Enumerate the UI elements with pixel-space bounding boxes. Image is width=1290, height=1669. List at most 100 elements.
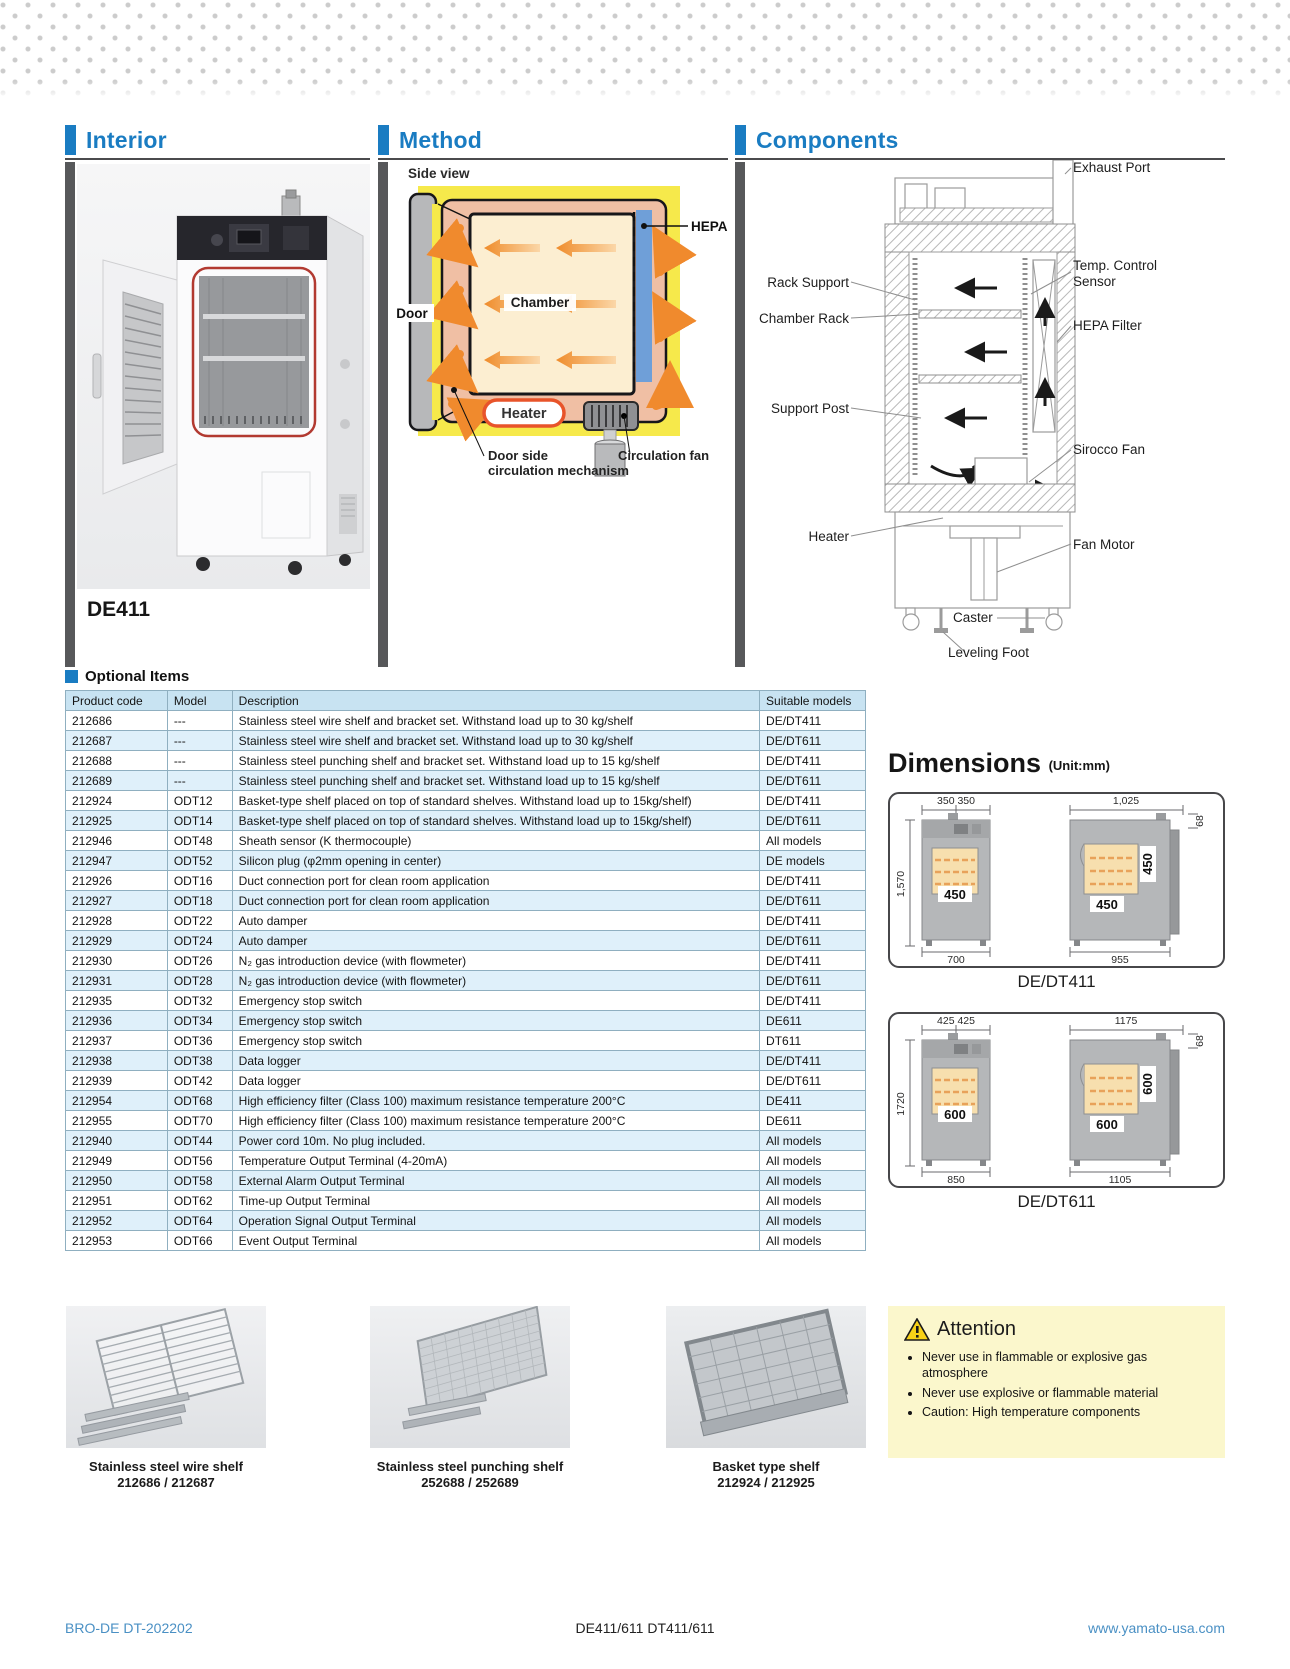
table-cell: ODT66 bbox=[166, 1230, 233, 1251]
table-cell: Auto damper bbox=[231, 930, 761, 951]
blue-bar bbox=[65, 125, 76, 155]
table-cell: 212689 bbox=[65, 770, 168, 791]
table-cell: DE611 bbox=[759, 1110, 866, 1131]
blue-bar bbox=[378, 125, 389, 155]
table-cell: Basket-type shelf placed on top of stand… bbox=[231, 810, 761, 831]
table-cell: Stainless steel punching shelf and brack… bbox=[231, 750, 761, 771]
interior-title: Interior bbox=[86, 126, 167, 153]
table-cell: 212938 bbox=[65, 1050, 168, 1071]
table-cell: ODT44 bbox=[166, 1130, 233, 1151]
table-cell: Duct connection port for clean room appl… bbox=[231, 870, 761, 891]
table-cell: 212928 bbox=[65, 910, 168, 931]
label-support-post: Support Post bbox=[770, 401, 849, 416]
dimensions-box-dedt611: 425 425 1720 600 850 1175 68 bbox=[888, 1012, 1225, 1188]
blue-bar bbox=[735, 125, 746, 155]
table-cell: 212931 bbox=[65, 970, 168, 991]
table-cell: ODT68 bbox=[166, 1090, 233, 1111]
dim-front-width: 425 425 bbox=[937, 1015, 975, 1027]
table-cell: N₂ gas introduction device (with flowmet… bbox=[231, 950, 761, 971]
method-body: Side view bbox=[378, 160, 728, 670]
table-cell: DE/DT411 bbox=[759, 870, 866, 891]
components-body: Exhaust Port Temp. Control Sensor HEPA F… bbox=[735, 160, 1225, 670]
table-row: 212689---Stainless steel punching shelf … bbox=[65, 770, 866, 791]
label-temp-control-sensor: Temp. Control Sensor bbox=[1073, 258, 1158, 289]
table-cell: 212946 bbox=[65, 830, 168, 851]
dimensions-drawing-dedt611: 425 425 1720 600 850 1175 68 bbox=[895, 1015, 1206, 1186]
table-cell: ODT26 bbox=[166, 950, 233, 971]
shelf-punching-caption: Stainless steel punching shelf bbox=[376, 1459, 564, 1474]
table-cell: Stainless steel wire shelf and bracket s… bbox=[231, 730, 761, 751]
table-cell: All models bbox=[759, 1190, 866, 1211]
table-cell: Temperature Output Terminal (4-20mA) bbox=[231, 1150, 761, 1171]
shelf-punching-codes: 252688 / 252689 bbox=[421, 1474, 519, 1490]
optional-items-header: Optional Items bbox=[65, 668, 189, 685]
table-cell: ODT64 bbox=[166, 1210, 233, 1231]
table-cell: 212953 bbox=[65, 1230, 168, 1251]
table-cell: DE/DT411 bbox=[759, 1050, 866, 1071]
table-cell: DE/DT411 bbox=[759, 910, 866, 931]
table-cell: DE/DT411 bbox=[759, 710, 866, 731]
heater-label: Heater bbox=[501, 406, 546, 422]
shelf-basket-codes: 212924 / 212925 bbox=[717, 1474, 815, 1490]
dim-side-top: 68 bbox=[1194, 1035, 1206, 1047]
dotted-pattern-band bbox=[0, 0, 1290, 102]
dimensions-caption-dedt411: DE/DT411 bbox=[1017, 972, 1096, 991]
table-cell: Stainless steel punching shelf and brack… bbox=[231, 770, 761, 791]
table-cell: ODT16 bbox=[166, 870, 233, 891]
table-cell: Silicon plug (φ2mm opening in center) bbox=[231, 850, 761, 871]
table-cell: DE/DT611 bbox=[759, 930, 866, 951]
wire-shelf-image bbox=[66, 1306, 266, 1448]
shelf-punching: Stainless steel punching shelf 252688 / … bbox=[370, 1305, 570, 1490]
table-cell: Auto damper bbox=[231, 910, 761, 931]
table-cell: DE/DT611 bbox=[759, 890, 866, 911]
components-header: Components bbox=[735, 122, 1225, 160]
table-cell: 212688 bbox=[65, 750, 168, 771]
dim-front-bottom: 700 bbox=[947, 954, 965, 966]
gray-bar bbox=[65, 162, 75, 667]
footer-model-numbers: DE411/611 DT411/611 bbox=[575, 1620, 715, 1636]
interior-model-label: DE411 bbox=[87, 598, 151, 621]
table-cell: --- bbox=[166, 770, 233, 791]
table-cell: ODT12 bbox=[166, 790, 233, 811]
table-cell: DE411 bbox=[759, 1090, 866, 1111]
table-cell: DE/DT411 bbox=[759, 950, 866, 971]
door-gasket bbox=[191, 266, 317, 438]
shelf-basket-caption: Basket type shelf bbox=[712, 1459, 820, 1474]
table-cell: ODT18 bbox=[166, 890, 233, 911]
footer-website-link[interactable]: www.yamato-usa.com bbox=[1088, 1620, 1225, 1636]
table-cell: DE/DT611 bbox=[759, 1070, 866, 1091]
attention-bullet: Never use explosive or flammable materia… bbox=[922, 1385, 1211, 1401]
label-rack-support: Rack Support bbox=[767, 275, 849, 290]
table-cell: Data logger bbox=[231, 1050, 761, 1071]
table-cell: Emergency stop switch bbox=[231, 990, 761, 1011]
column-header-suitable-models: Suitable models bbox=[759, 690, 866, 711]
table-cell: 212930 bbox=[65, 950, 168, 971]
chamber-label: Chamber bbox=[511, 295, 570, 310]
table-cell: ODT32 bbox=[166, 990, 233, 1011]
table-cell: 212686 bbox=[65, 710, 168, 731]
label-chamber-rack: Chamber Rack bbox=[758, 311, 849, 326]
dim-side-window: 600 bbox=[1096, 1117, 1118, 1132]
dim-side-top: 68 bbox=[1194, 815, 1206, 827]
table-cell: ODT36 bbox=[166, 1030, 233, 1051]
table-cell: 212947 bbox=[65, 850, 168, 871]
table-cell: ODT62 bbox=[166, 1190, 233, 1211]
table-cell: ODT48 bbox=[166, 830, 233, 851]
dim-side-width: 1175 bbox=[1115, 1015, 1138, 1027]
table-cell: 212687 bbox=[65, 730, 168, 751]
label-fan-motor: Fan Motor bbox=[1073, 537, 1135, 552]
interior-body: DE411 bbox=[65, 160, 370, 670]
optional-items-title: Optional Items bbox=[85, 668, 190, 685]
table-cell: 212924 bbox=[65, 790, 168, 811]
table-cell: 212951 bbox=[65, 1190, 168, 1211]
table-cell: DE/DT411 bbox=[759, 990, 866, 1011]
table-cell: ODT70 bbox=[166, 1110, 233, 1131]
gray-bar bbox=[735, 162, 745, 667]
table-cell: All models bbox=[759, 830, 866, 851]
table-cell: ODT14 bbox=[166, 810, 233, 831]
